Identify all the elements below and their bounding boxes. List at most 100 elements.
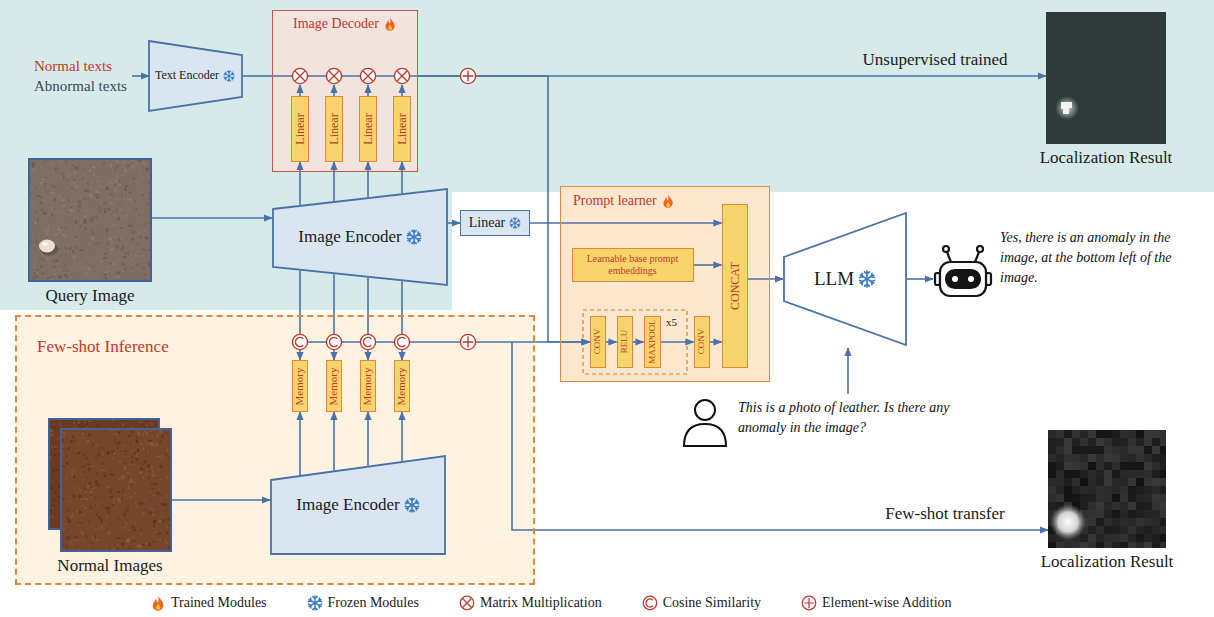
normal-images-picture: [139, 471, 142, 474]
query-image-picture: [72, 209, 75, 211]
normal-images-picture: [98, 425, 99, 427]
answer-text: Yes, there is an anomaly in the image, a…: [1000, 230, 1171, 285]
localization-result-picture: [1096, 454, 1104, 462]
query-image-picture: [118, 252, 119, 254]
connector-arrow: [299, 162, 301, 205]
multiply-symbol: [292, 68, 307, 83]
query-image-picture: [46, 258, 49, 260]
normal-images-picture: [72, 435, 74, 438]
normal-images-picture: [112, 498, 115, 499]
query-image-picture: [130, 176, 132, 178]
memory-bank: Memory: [394, 360, 410, 412]
few-shot-inference: MemoryMemoryMemoryMemoryNormal ImagesIma…: [15, 315, 535, 585]
normal-images-picture: [101, 470, 104, 471]
query-image-picture: [106, 248, 109, 250]
localization-result-picture: [1144, 470, 1152, 478]
normal-images-picture: [149, 491, 151, 493]
normal-images-picture: [151, 483, 153, 486]
normal-images-picture: [88, 433, 90, 436]
localization-result-picture: [1072, 478, 1080, 486]
normal-images-picture: [111, 474, 114, 476]
question-text: This is a photo of leather. Is there any…: [738, 400, 949, 435]
localization-result-picture: [1104, 478, 1112, 486]
normal-images-picture: [109, 490, 112, 493]
node-label: Memory: [329, 367, 340, 405]
localization-result-picture: [1050, 504, 1086, 540]
normal-images-picture: [102, 462, 104, 464]
localization-result-picture: [1152, 534, 1160, 542]
normal-images-picture: [88, 468, 90, 471]
normal-images-picture: [134, 543, 137, 545]
localization-result-picture: [1072, 470, 1080, 478]
query-image-picture: [125, 240, 126, 243]
localization-result-picture: [1112, 486, 1120, 494]
query-image-picture: [85, 215, 87, 217]
query-image-picture: [88, 243, 90, 245]
localization-result-picture: [1152, 542, 1160, 548]
user-icon: [695, 400, 715, 420]
normal-images-picture: [79, 511, 82, 514]
query-image-picture: [145, 223, 146, 225]
normal-images-picture: [60, 425, 62, 427]
query-image-picture: [65, 254, 66, 256]
localization-result-picture: [1072, 446, 1080, 454]
normal-images-picture: [65, 546, 67, 548]
normal-images-picture: [166, 448, 169, 451]
robot-icon: [975, 252, 979, 262]
normal-images-picture: [88, 453, 90, 454]
normal-images-picture: [82, 514, 84, 517]
cosine-symbol: [292, 334, 307, 349]
query-image-picture: [47, 172, 49, 174]
normal-images-picture: [91, 488, 94, 489]
query-image-picture: [115, 199, 116, 200]
node-label: Memory: [295, 367, 306, 405]
localization-result-picture: [1080, 494, 1088, 502]
localization-result-picture: [1088, 454, 1096, 462]
query-image-picture: [122, 161, 125, 163]
normal-images-picture: [63, 498, 65, 500]
query-image-picture: [70, 203, 73, 204]
normal-images-picture: [95, 480, 98, 483]
localization-result-picture: [1144, 542, 1152, 548]
normal-images-picture: [164, 434, 167, 436]
normal-images-picture: [106, 486, 109, 488]
query-image-picture: [70, 187, 73, 189]
localization-result-picture: [1072, 438, 1080, 446]
query-image-picture: [33, 248, 36, 250]
query-image-picture: [117, 217, 119, 220]
query-image-picture: [114, 188, 117, 191]
query-image-picture: [40, 265, 43, 267]
memory-bank: Memory: [292, 360, 308, 412]
normal-images-picture: [137, 502, 139, 504]
normal-images-picture: [73, 422, 75, 424]
query-image-picture: [118, 180, 120, 183]
normal-images-picture: [149, 511, 151, 514]
node-label: RELU: [620, 330, 629, 354]
query-image-picture: [35, 210, 36, 213]
normal-images-picture: [120, 527, 121, 529]
query-image-picture: [86, 273, 89, 274]
localization-result-picture: [1144, 534, 1152, 542]
query-image-picture: [132, 165, 135, 168]
normal-images-picture: [161, 498, 163, 499]
query-image-picture: [58, 268, 61, 271]
query-image-picture: [131, 260, 134, 262]
normal-images-picture: [161, 436, 164, 438]
normal-images-picture: [120, 451, 121, 452]
concat-block: CONCAT: [722, 204, 748, 368]
normal-images-picture: [95, 496, 96, 497]
localization-result-picture: [1136, 470, 1144, 478]
query-image-picture: [44, 191, 45, 192]
localization-result-picture: [1160, 518, 1166, 526]
normal-images-picture: [156, 531, 158, 532]
query-image-picture: [146, 168, 149, 171]
query-image-picture: [79, 197, 81, 198]
normal-images-picture: [65, 445, 68, 447]
normal-images-picture: [62, 447, 65, 448]
query-image-picture: [37, 248, 38, 249]
connector-arrow: [367, 162, 369, 197]
repeat-count: x5: [666, 316, 677, 328]
localization-result-picture: [1120, 446, 1128, 454]
query-image-picture: [116, 276, 119, 278]
query-image-picture: [141, 224, 143, 225]
